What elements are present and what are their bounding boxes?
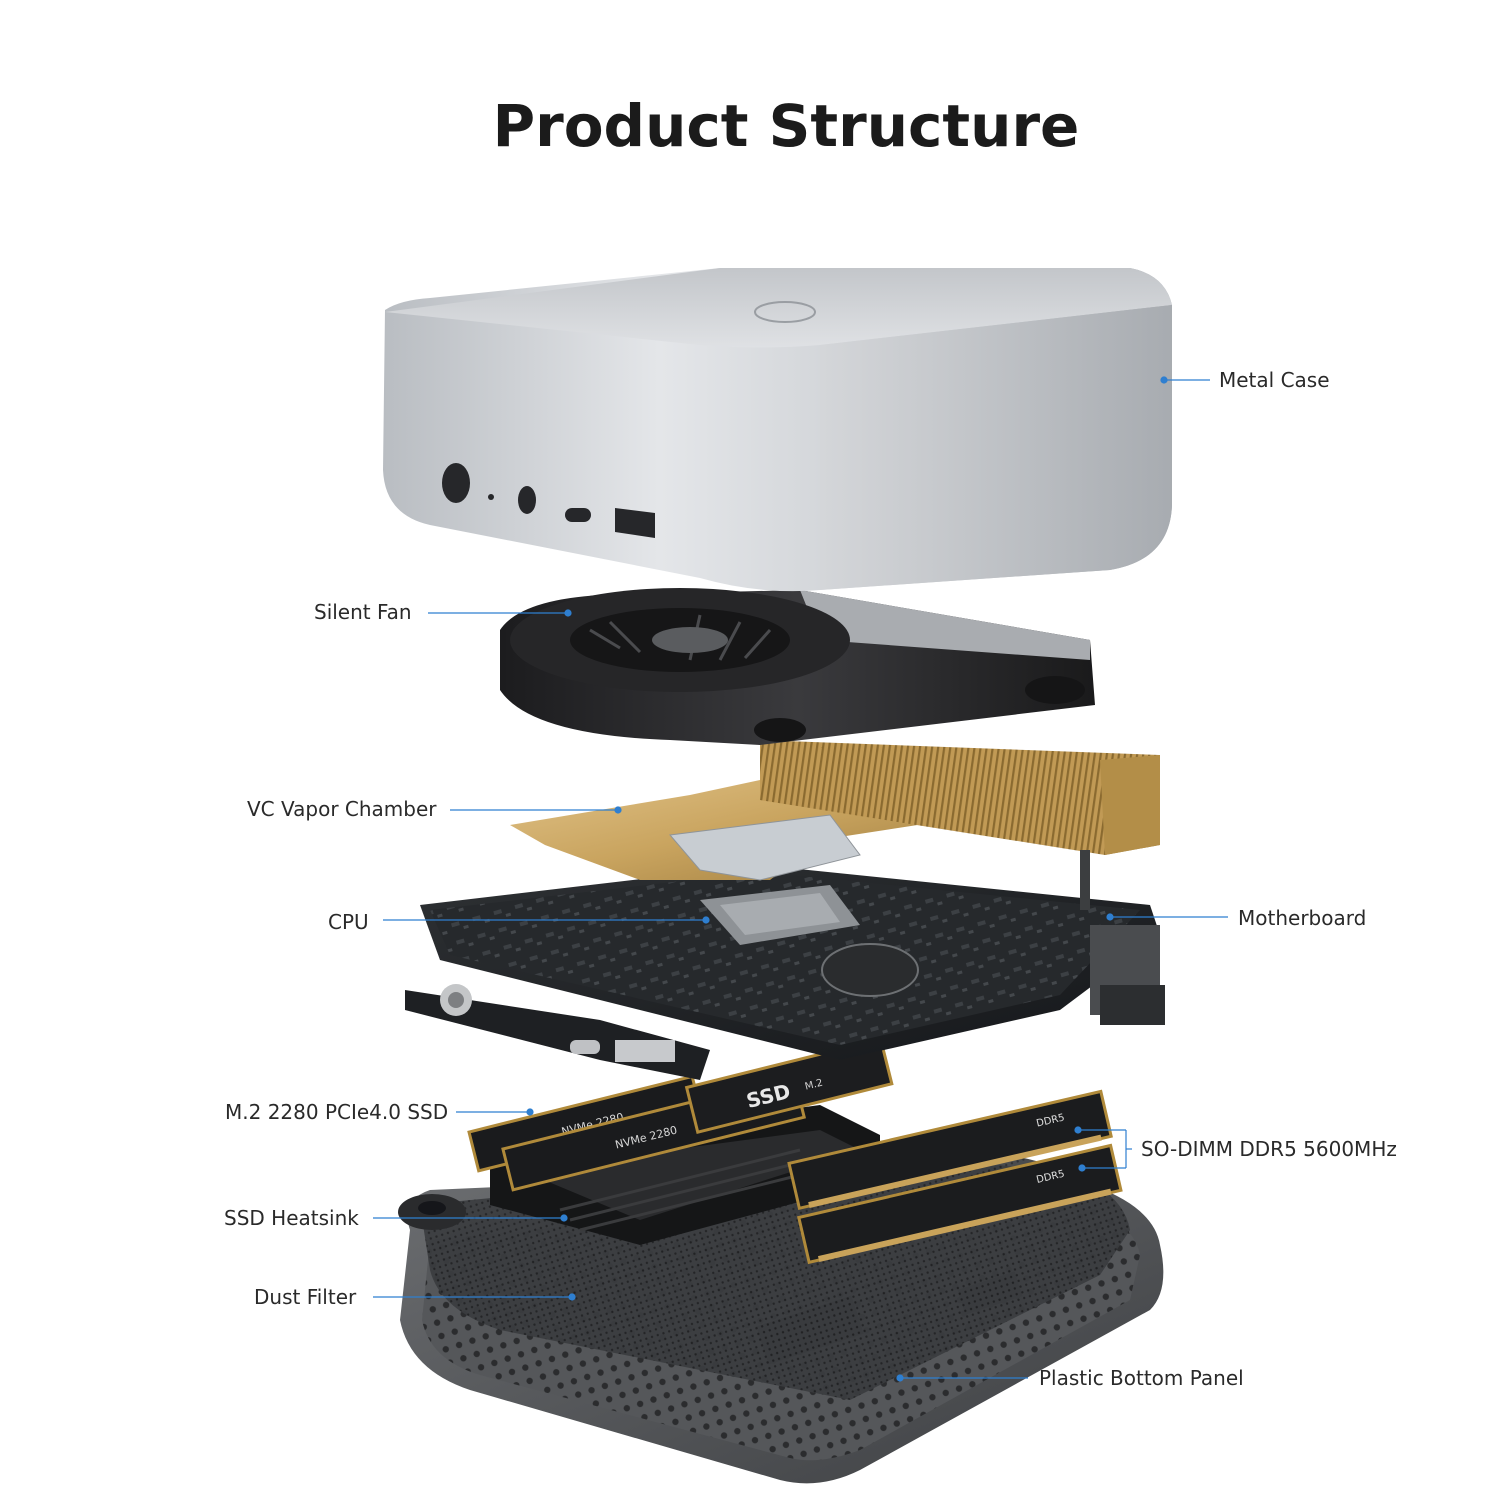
ssd-c-submarking: M.2 (804, 1078, 824, 1093)
vc-vapor-chamber (510, 740, 1160, 910)
label-motherboard: Motherboard (1238, 906, 1367, 930)
leader-lines (373, 376, 1228, 1382)
label-so-dimm: SO-DIMM DDR5 5600MHz (1141, 1137, 1397, 1161)
label-silent-fan: Silent Fan (314, 600, 412, 624)
page-title: Product Structure (492, 92, 1080, 160)
so-dimm-modules: DDR5 DDR5 (787, 1089, 1123, 1265)
cpu-chip (700, 885, 860, 945)
label-m2-ssd: M.2 2280 PCIe4.0 SSD (225, 1100, 449, 1124)
label-dust-filter: Dust Filter (254, 1285, 357, 1309)
front-ports (442, 463, 655, 538)
label-vc-vapor-chamber: VC Vapor Chamber (247, 797, 437, 821)
io-daughterboard (405, 984, 710, 1080)
label-ssd-heatsink: SSD Heatsink (224, 1206, 359, 1230)
label-cpu: CPU (328, 910, 369, 934)
label-metal-case: Metal Case (1219, 368, 1330, 392)
m2-ssd-modules: NVMe 2280 NVMe 2280 SSD M.2 (467, 1037, 894, 1192)
metal-case (383, 268, 1172, 592)
label-plastic-bottom-panel: Plastic Bottom Panel (1039, 1366, 1244, 1390)
motherboard (420, 865, 1165, 1060)
silent-fan (500, 588, 1095, 745)
